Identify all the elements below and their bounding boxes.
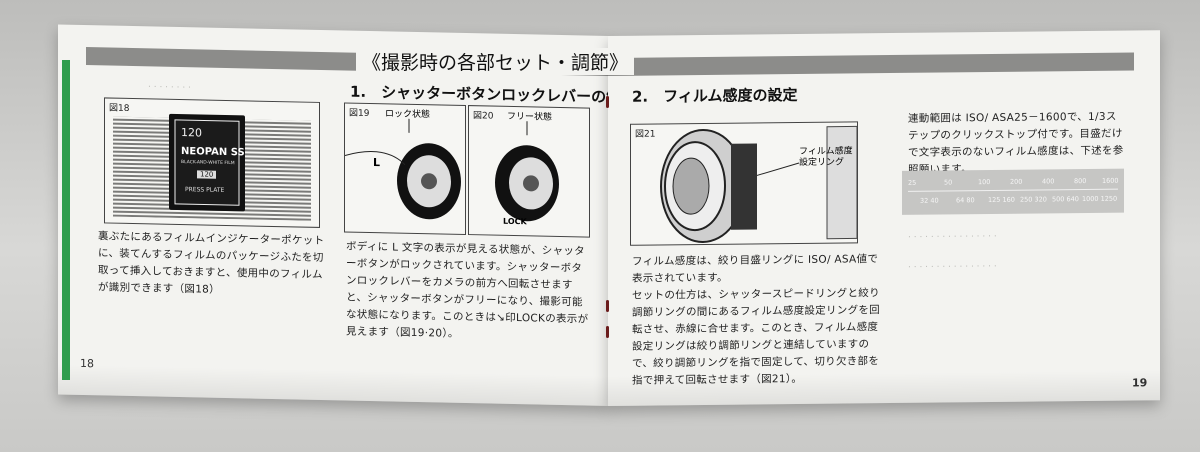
binding-stitch [606,96,609,108]
iso-tick-bottom: 1000 1250 [1082,194,1118,204]
instruction-booklet: · · · · · · · · 図18 120 NEOPAN SS BLACK-… [58,24,1166,408]
pack-brand: 120 [181,126,202,140]
figure-19: 図19 ロック状態 L [344,102,466,236]
iso-tick-bottom: 125 160 [988,195,1015,205]
bleed-through-text: · · · · · · · · [148,82,191,94]
film-indicator-illustration [113,113,311,221]
spread-title: 《撮影時の各部セット・調節》 [356,48,635,75]
iso-tick-top: 100 [978,177,991,187]
iso-scale-line [908,188,1118,192]
page-edge [62,60,70,380]
pack-name: NEOPAN SS [181,146,245,159]
lock-lever-illustration [345,118,461,220]
section-2-body: フィルム感度は、絞り目盛リングに ISO/ ASA値で表示されています。 セット… [632,253,880,387]
lens-ring-illustration [660,125,857,244]
iso-tick-bottom: 64 80 [956,196,975,205]
iso-tick-top: 1600 [1102,176,1119,185]
page-shading [58,364,608,406]
iso-tick-top: 800 [1074,176,1087,186]
right-page: 2. フィルム感度の設定 図21 フィルム感度 設定リング フィルム感度は、絞り… [608,30,1160,406]
iso-tick-bottom: 500 640 [1052,195,1079,204]
iso-scale: 25 50 100 200 400 800 1600 32 40 64 80 1… [902,168,1124,215]
free-lever-illustration [495,121,559,222]
page-shading [608,370,1160,406]
iso-tick-top: 25 [908,178,917,187]
iso-tick-top: 200 [1010,177,1023,186]
figure-21-callout: フィルム感度 設定リング [799,146,853,168]
section-2-heading: 2. フィルム感度の設定 [632,86,798,106]
lock-mark: L [373,156,381,170]
iso-tick-bottom: 32 40 [920,196,939,205]
left-page: · · · · · · · · 図18 120 NEOPAN SS BLACK-… [58,24,609,407]
iso-tick-bottom: 250 320 [1020,195,1047,204]
header-band-right [608,52,1134,76]
free-lock-mark: LOCK [503,216,527,227]
binding-stitch [606,300,609,312]
figure-18: 図18 120 NEOPAN SS BLACK-AND-WHITE FILM 1… [104,97,320,228]
bleed-through-text: · · · · · · · · · · · · · · · · [908,261,997,273]
section-1-body: ボディに L 文字の表示が見える状態が、シャッターボタンがロックされています。シ… [346,240,589,340]
pack-box: 120 [197,170,217,179]
figure-18-description: 裏ぶたにあるフィルムインジケーターポケットに、装てんするフィルムのパッケージふた… [98,230,325,296]
figure-20: 図20 フリー状態 LOCK [468,105,590,238]
iso-tick-top: 50 [944,178,953,187]
iso-tick-top: 400 [1042,177,1055,186]
pack-bottom: PRESS PLATE [185,186,225,194]
figure-21: 図21 フィルム感度 設定リング [630,121,858,246]
binding-stitch [606,326,609,338]
bleed-through-text: · · · · · · · · · · · · · · · · [908,231,997,243]
